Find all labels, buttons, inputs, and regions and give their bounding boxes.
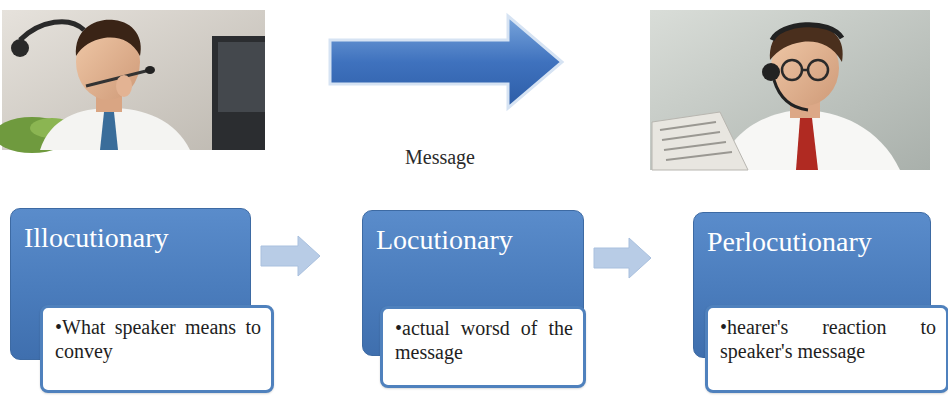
message-label: Message [405, 146, 475, 169]
step-description: •actual worsd of the message [383, 309, 583, 371]
step-description: •What speaker means to convey [43, 308, 271, 370]
hearer-photo [650, 10, 930, 170]
step-title: Locutionary [363, 211, 583, 257]
step-detail-box: •hearer's reaction to speaker's message [705, 305, 948, 393]
step-detail-box: •actual worsd of the message [380, 306, 586, 388]
step-description: •hearer's reaction to speaker's message [708, 308, 946, 370]
process-arrow [261, 236, 320, 276]
process-arrow [594, 238, 651, 278]
step-title: Perlocutionary [694, 213, 930, 259]
step-detail-box: •What speaker means to convey [40, 305, 274, 393]
speaker-photo [0, 10, 265, 153]
step-title: Illocutionary [11, 209, 250, 255]
message-arrow [330, 16, 562, 108]
